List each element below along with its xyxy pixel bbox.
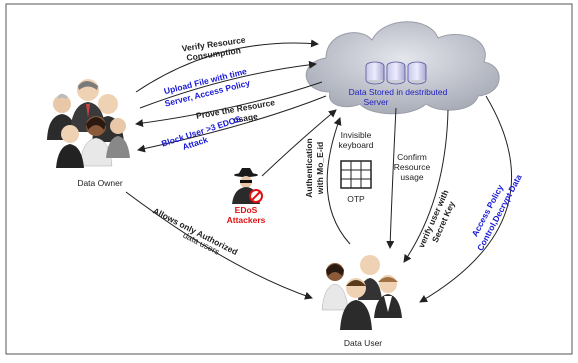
database-icon	[407, 61, 427, 85]
otp-label: OTP	[347, 194, 365, 204]
cloud-storage: Data Stored in destributed Server	[305, 21, 500, 115]
confirm-usage-arrow	[386, 107, 397, 249]
edos-label-line1: EDoS	[235, 205, 258, 215]
arrows	[125, 39, 513, 303]
database-icon	[365, 61, 385, 85]
attacker-icon	[232, 168, 263, 204]
confirm-usage-label-line3: usage	[400, 172, 423, 182]
cloud-label-line2: Server	[363, 97, 388, 107]
upload-file-arrow	[139, 60, 317, 109]
data-user-label: Data User	[344, 338, 382, 348]
access-policy-arrow	[419, 95, 513, 303]
attack-arrow	[261, 109, 337, 177]
keyboard-grid-icon	[340, 160, 372, 189]
allows-authorized-label-line1: Allows only Authorized	[151, 206, 239, 257]
allows-authorized-arrow	[125, 191, 313, 300]
diagram-border	[5, 3, 573, 355]
keyboard-label-line1: Invisible	[341, 130, 372, 140]
authentication-arrow	[326, 117, 351, 245]
confirm-usage-label-line2: Resource	[394, 162, 431, 172]
data-owner-label: Data Owner	[77, 178, 123, 188]
prove-usage-arrow	[135, 81, 323, 128]
prove-usage-label-line2: usage	[233, 111, 259, 125]
data-user-icon	[321, 255, 402, 330]
authentication-label-line1: Authentication	[304, 138, 314, 198]
edos-label-line2: Attackers	[227, 215, 266, 225]
keyboard-label-line2: keyboard	[339, 140, 374, 150]
verify-user-arrow	[403, 109, 449, 263]
authentication-label-line2: with Mo_E-id	[315, 142, 325, 195]
confirm-usage-label-line1: Confirm	[397, 152, 427, 162]
verify-consumption-arrow	[135, 39, 319, 93]
block-user-arrow	[137, 95, 327, 153]
cloud-label-line1: Data Stored in destributed	[349, 87, 448, 97]
database-icon	[386, 61, 406, 85]
data-owner-icon	[47, 79, 130, 168]
